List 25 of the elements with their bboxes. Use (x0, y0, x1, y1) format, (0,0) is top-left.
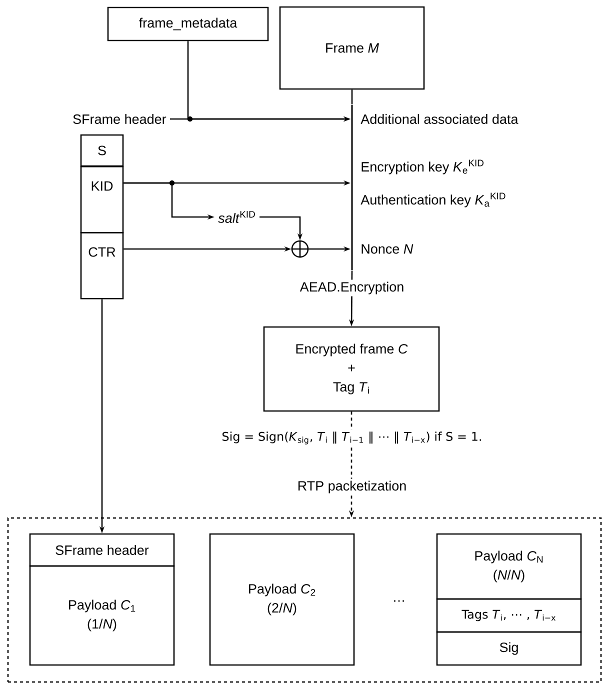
payload-cell: Payload C$_{1}$ (1/N) (29, 565, 175, 666)
packet-container (7, 517, 602, 683)
payload-cell: Payload C$_{N}$ (N/N) (436, 533, 582, 600)
line (351, 90, 353, 104)
header-cell: SFrame header (29, 533, 175, 567)
ellipsis: … (390, 598, 408, 604)
input-label: Additional associated data (360, 114, 518, 124)
frame-box: Frame M (279, 6, 425, 90)
process-box: Encrypted frame C + Tag T$_{i}$ (263, 326, 440, 412)
sig-cell: Sig (436, 631, 582, 666)
metadata-box: frame_metadata (107, 6, 269, 42)
payload-box: Payload C$_{2}$ (2/N) (209, 533, 355, 666)
input-label: Encryption key K$_{e}$KID (362, 160, 484, 174)
edge-label: RTP packetization (295, 478, 409, 496)
input-label: Nonce N (362, 244, 414, 254)
xor-symbol (291, 240, 309, 258)
input-label: Authentication key K$_{a}$KID (360, 192, 506, 208)
edge-label: AEAD.Encryption (298, 280, 406, 296)
field-cell: CTR (80, 232, 124, 300)
formula-text: Sig = Sign(K$_{sig}$, T$_{i}$ ‖ T$_{i−1}$ ‖ ⋯ ‖ T$_{i−x}$) if S = 1. (220, 430, 484, 446)
text-label: salt$^{KID}$ (218, 211, 255, 223)
field-cell: KID (80, 166, 124, 234)
field-cell: S (80, 134, 124, 167)
text-label: SFrame header (73, 114, 166, 124)
tags-cell: Tags T$_{i}$, ⋯ , T$_{i−x}$ (436, 598, 582, 633)
